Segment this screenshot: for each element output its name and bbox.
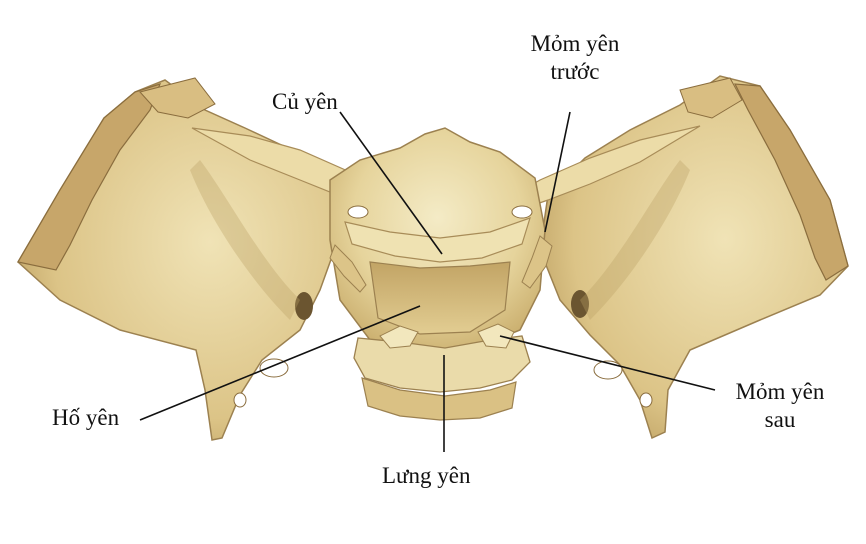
left-greater-wing xyxy=(18,80,338,440)
left-foramen-rotundum xyxy=(295,292,313,320)
label-mom-yen-truoc: Mỏm yên trước xyxy=(505,30,645,86)
label-ho-yen: Hố yên xyxy=(52,404,119,432)
left-foramen-spinosum xyxy=(234,393,246,407)
label-mom-yen-sau: Mỏm yên sau xyxy=(710,378,850,434)
label-cu-yen: Củ yên xyxy=(272,88,338,116)
label-mom-yen-truoc-line2: trước xyxy=(505,58,645,86)
right-foramen-spinosum xyxy=(640,393,652,407)
left-optic-canal xyxy=(348,206,368,218)
right-optic-canal xyxy=(512,206,532,218)
label-mom-yen-truoc-line1: Mỏm yên xyxy=(505,30,645,58)
label-mom-yen-sau-line1: Mỏm yên xyxy=(710,378,850,406)
label-mom-yen-sau-line2: sau xyxy=(710,406,850,434)
label-lung-yen: Lưng yên xyxy=(382,462,470,490)
